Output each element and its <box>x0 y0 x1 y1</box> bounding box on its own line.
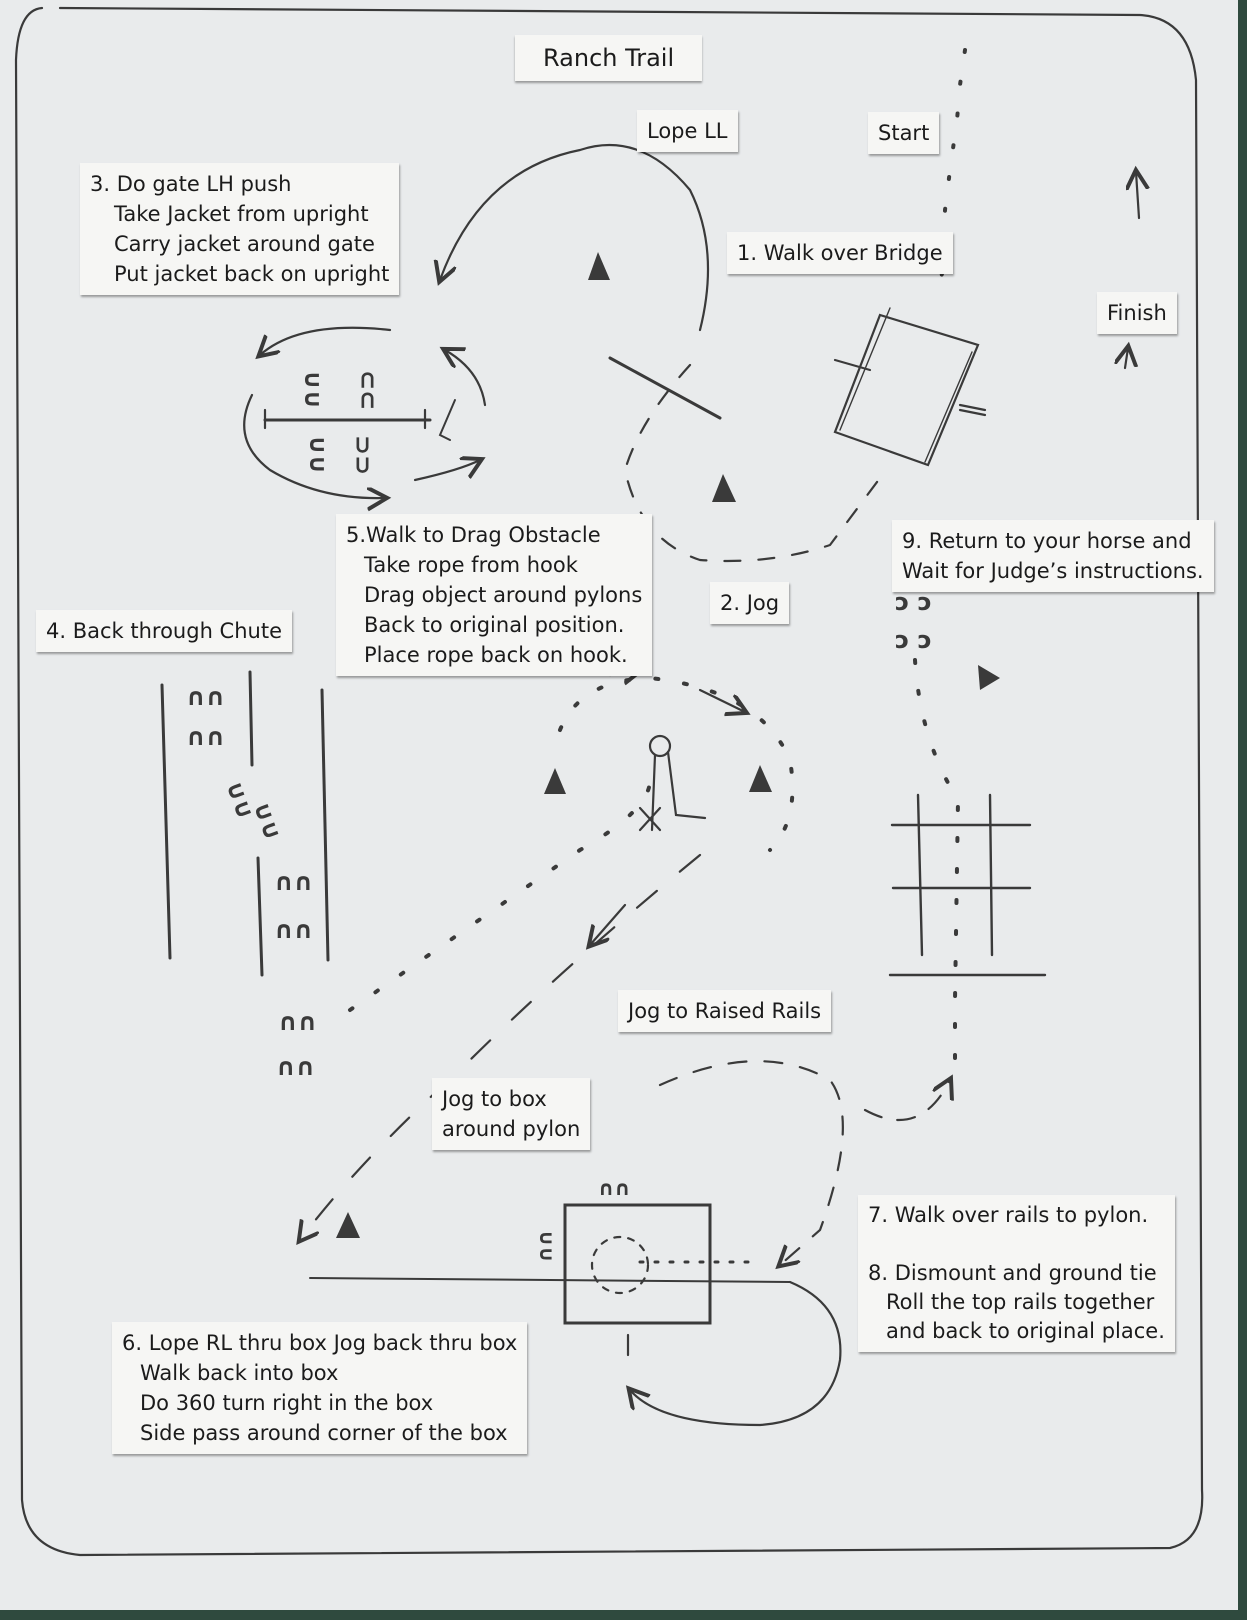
label-step-7-8: 7. Walk over rails to pylon. 8. Dismount… <box>858 1195 1175 1352</box>
label-jog-box: Jog to box around pylon <box>432 1078 591 1150</box>
label-step-4: 4. Back through Chute <box>36 610 292 652</box>
raised-rails-path <box>658 1060 844 1265</box>
finish-arrow-bottom <box>1125 348 1128 370</box>
step-7-line: 7. Walk over rails to pylon. <box>868 1203 1149 1227</box>
lope-ll-path <box>440 143 710 332</box>
step-5-line-5: Place rope back on hook. <box>364 643 628 667</box>
arena-border <box>14 6 1204 1557</box>
label-start: Start <box>868 112 940 154</box>
pylon-icon <box>712 474 736 502</box>
drag-arrow-mid <box>590 903 627 945</box>
drag-arrow-top <box>698 688 745 712</box>
step-8-line-3: and back to original place. <box>886 1319 1165 1343</box>
step-6-line-4: Side pass around corner of the box <box>140 1421 508 1445</box>
label-step-2: 2. Jog <box>710 582 790 624</box>
hoof-print-icon: ɔ ɔ <box>895 626 932 654</box>
bridge <box>833 307 987 467</box>
hoof-print-icon: ∩∩ <box>276 1053 315 1081</box>
label-step-6: 6. Lope RL thru box Jog back thru box Wa… <box>112 1322 528 1454</box>
box <box>309 1203 842 1427</box>
step-8-line-1: 8. Dismount and ground tie <box>868 1261 1157 1285</box>
start-path <box>933 48 967 302</box>
pylon-icon <box>544 768 566 794</box>
step-6-line-3: Do 360 turn right in the box <box>140 1391 434 1415</box>
hoof-print-icon: ∪∪ <box>304 435 332 474</box>
step-6-line-1: 6. Lope RL thru box Jog back thru box <box>122 1331 518 1355</box>
hoof-print-icon: ɔ ɔ <box>895 588 932 616</box>
pylon-icon <box>588 252 610 280</box>
step-3-line-1: 3. Do gate LH push <box>90 172 292 196</box>
drag-path <box>348 778 652 1012</box>
jog-path <box>623 363 882 563</box>
label-step-3: 3. Do gate LH push Take Jacket from upri… <box>80 163 400 295</box>
jog-box-line-1: Jog to box <box>442 1087 547 1111</box>
jog-box-line-2: around pylon <box>442 1117 581 1141</box>
pylon-icon <box>749 765 772 792</box>
log-pole <box>608 356 722 420</box>
chute <box>160 670 330 977</box>
hoof-print-icon: ∩∩ <box>274 868 313 896</box>
label-step-5: 5.Walk to Drag Obstacle Take rope from h… <box>336 514 653 676</box>
step-3-line-3: Carry jacket around gate <box>114 232 375 256</box>
step-5-line-3: Drag object around pylons <box>364 583 643 607</box>
hoof-print-icon: ∪∪ <box>299 370 327 409</box>
gate <box>243 326 487 498</box>
label-jog-raised-rails: Jog to Raised Rails <box>618 990 832 1032</box>
jog-box-path <box>300 853 702 1240</box>
pylon-icon <box>336 1212 360 1238</box>
step-5-line-2: Take rope from hook <box>364 553 578 577</box>
rails-return-path <box>863 1080 950 1122</box>
step-6-line-2: Walk back into box <box>140 1361 339 1385</box>
hoof-print-icon: ∩∩ <box>274 916 313 944</box>
pylon-icon <box>978 665 1000 690</box>
step-9-line-2: Wait for Judge’s instructions. <box>902 559 1204 583</box>
raised-rails <box>888 793 1047 977</box>
step-8-line-2: Roll the top rails together <box>886 1290 1155 1314</box>
finish-arrow-top <box>1136 172 1139 220</box>
step-9-line-1: 9. Return to your horse and <box>902 529 1192 553</box>
label-step-1: 1. Walk over Bridge <box>727 232 953 274</box>
hoof-print-icon: ∩∩ <box>186 723 225 751</box>
hoof-print-icon: ∩∩ <box>278 1008 317 1036</box>
label-finish: Finish <box>1097 292 1177 334</box>
rails-dotted-path <box>913 658 961 1082</box>
hoof-print-icon: ⊂⊂ <box>354 370 382 410</box>
hook-icon <box>638 734 707 832</box>
drag-loop <box>558 675 795 852</box>
step-3-line-2: Take Jacket from upright <box>114 202 369 226</box>
step-5-line-4: Back to original position. <box>364 613 625 637</box>
label-step-9: 9. Return to your horse and Wait for Jud… <box>892 520 1214 592</box>
hoof-print-icon: ∩∩ <box>186 683 225 711</box>
step-5-line-1: 5.Walk to Drag Obstacle <box>346 523 601 547</box>
page-title: Ranch Trail <box>515 35 703 81</box>
label-lope-ll: Lope LL <box>637 110 738 152</box>
step-3-line-4: Put jacket back on upright <box>114 262 390 286</box>
hoof-print-icon: ⊃⊃ <box>349 435 377 475</box>
hoof-print-icon: ∪∪ <box>535 1230 559 1262</box>
step-7-spacer <box>868 1230 1165 1259</box>
hoof-print-icon: ∪∪ <box>248 798 288 844</box>
hoof-print-icon: ∩∩ <box>598 1176 630 1200</box>
